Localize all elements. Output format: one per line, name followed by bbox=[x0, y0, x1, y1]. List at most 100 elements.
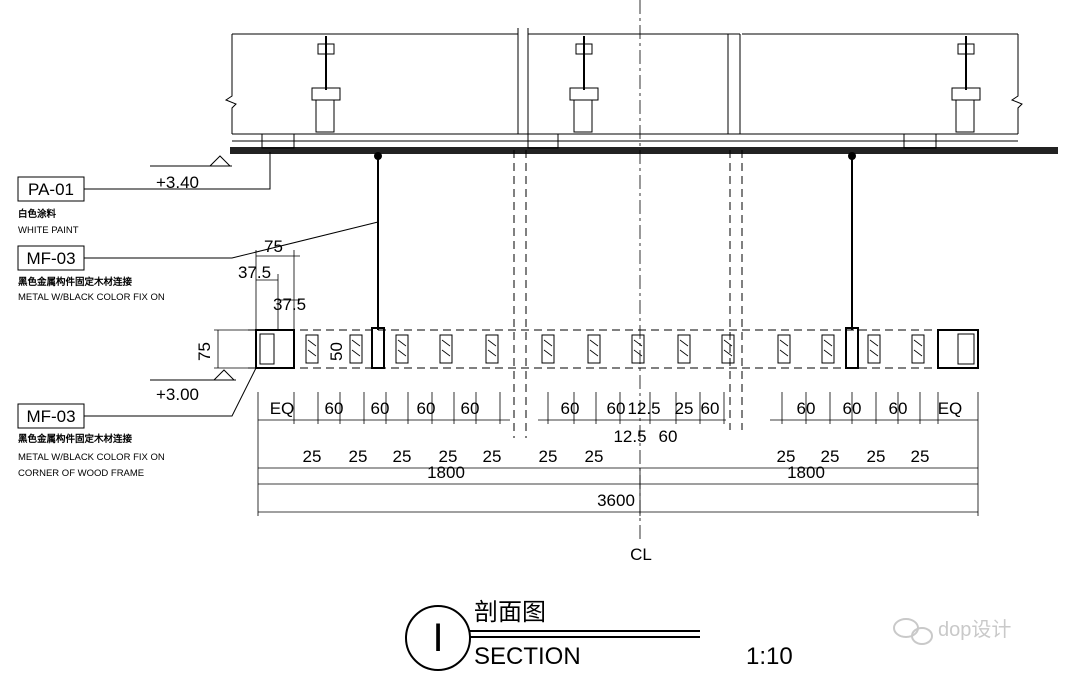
level-marker-ceiling: +3.40 bbox=[150, 155, 232, 192]
svg-text:37.5: 37.5 bbox=[273, 295, 306, 314]
ceiling-structure bbox=[224, 28, 1058, 330]
tag-mf03-top: MF-03 黑色金属构件固定木材连接 METAL W/BLACK COLOR F… bbox=[17, 221, 379, 303]
wood-slat-hatch bbox=[307, 339, 317, 357]
tag-mf03-bottom: MF-03 黑色金属构件固定木材连接 METAL W/BLACK COLOR F… bbox=[17, 367, 257, 479]
wood-slat bbox=[587, 334, 601, 364]
wood-slat-hatch bbox=[633, 339, 643, 357]
break-lines bbox=[513, 150, 743, 438]
svg-text:75: 75 bbox=[264, 237, 283, 256]
wood-slat-hatch bbox=[869, 339, 879, 357]
dim-label: 25 bbox=[393, 447, 412, 466]
wood-slat bbox=[395, 334, 409, 364]
dim-label: 60 bbox=[797, 399, 816, 418]
wood-slat-hatch bbox=[543, 339, 553, 357]
svg-text:MF-03: MF-03 bbox=[26, 249, 75, 268]
tag-pa01: PA-01 白色涂料 WHITE PAINT bbox=[17, 152, 271, 236]
svg-text:黑色金属构件固定木材连接: 黑色金属构件固定木材连接 bbox=[18, 276, 133, 288]
dim-label-1800-left: 1800 bbox=[427, 463, 465, 482]
rod-clamp-right bbox=[845, 327, 859, 369]
wood-slat-hatch bbox=[441, 339, 451, 357]
wood-slat bbox=[485, 334, 499, 364]
dim-label: 12.5 bbox=[613, 427, 646, 446]
wood-slat bbox=[911, 334, 925, 364]
svg-text:37.5: 37.5 bbox=[238, 263, 271, 282]
watermark: dop设计 bbox=[893, 618, 1011, 645]
wood-slat bbox=[439, 334, 453, 364]
wood-slat bbox=[867, 334, 881, 364]
end-frame-right bbox=[937, 329, 979, 369]
hanger-1 bbox=[311, 36, 341, 133]
wood-slat bbox=[541, 334, 555, 364]
dim-label: 60 bbox=[889, 399, 908, 418]
dim-label: 25 bbox=[349, 447, 368, 466]
title-block: I 剖面图 SECTION 1:10 bbox=[405, 599, 793, 671]
dim-label: 60 bbox=[417, 399, 436, 418]
svg-text:白色涂料: 白色涂料 bbox=[18, 208, 57, 220]
wood-slat-hatch bbox=[351, 339, 361, 357]
dim-label: 25 bbox=[675, 399, 694, 418]
section-scale: 1:10 bbox=[746, 643, 793, 670]
dim-label-1800-right: 1800 bbox=[787, 463, 825, 482]
dim-label: EQ bbox=[938, 399, 963, 418]
dim-label: 25 bbox=[585, 447, 604, 466]
wood-slat-hatch bbox=[913, 339, 923, 357]
hanger-3 bbox=[951, 36, 981, 133]
ceiling-board bbox=[230, 147, 1058, 154]
wood-frame-row bbox=[248, 327, 979, 369]
dim-label: 25 bbox=[777, 447, 796, 466]
svg-text:METAL W/BLACK COLOR FIX ON: METAL W/BLACK COLOR FIX ON bbox=[18, 292, 165, 303]
wood-slat bbox=[677, 334, 691, 364]
dim-label: 25 bbox=[439, 447, 458, 466]
dim-label: 25 bbox=[821, 447, 840, 466]
detail-dimensions: 75 37.5 37.5 75 50 bbox=[195, 237, 346, 369]
wood-slat bbox=[777, 334, 791, 364]
svg-text:PA-01: PA-01 bbox=[28, 180, 74, 199]
wood-slat-hatch bbox=[823, 339, 833, 357]
dim-label: 25 bbox=[483, 447, 502, 466]
level-marker-frame: +3.00 bbox=[150, 369, 236, 404]
svg-text:+3.40: +3.40 bbox=[156, 173, 199, 192]
svg-text:黑色金属构件固定木材连接: 黑色金属构件固定木材连接 bbox=[18, 433, 133, 445]
section-title-en: SECTION bbox=[474, 643, 581, 670]
chat-icon bbox=[893, 618, 919, 638]
svg-text:50: 50 bbox=[327, 342, 346, 361]
rod-clamp-left bbox=[371, 327, 385, 369]
wood-slat bbox=[349, 334, 363, 364]
wood-slat bbox=[721, 334, 735, 364]
wood-slat-hatch bbox=[779, 339, 789, 357]
dim-label: EQ bbox=[270, 399, 295, 418]
wood-slat-hatch bbox=[679, 339, 689, 357]
wood-slat-hatch bbox=[487, 339, 497, 357]
wood-slat bbox=[305, 334, 319, 364]
dim-label: 12.5 bbox=[627, 399, 660, 418]
dim-label: 60 bbox=[607, 399, 626, 418]
dim-label: 25 bbox=[867, 447, 886, 466]
dim-label: 60 bbox=[371, 399, 390, 418]
end-frame-left bbox=[255, 329, 295, 369]
centerline-symbol: CL bbox=[630, 545, 652, 564]
dim-label: 25 bbox=[303, 447, 322, 466]
svg-text:+3.00: +3.00 bbox=[156, 385, 199, 404]
wood-slat bbox=[631, 334, 645, 364]
section-circle-label: I bbox=[432, 616, 443, 660]
dim-label: 60 bbox=[659, 427, 678, 446]
svg-text:75: 75 bbox=[195, 342, 214, 361]
svg-text:WHITE PAINT: WHITE PAINT bbox=[18, 225, 79, 236]
wood-slat-hatch bbox=[397, 339, 407, 357]
dim-label: 60 bbox=[461, 399, 480, 418]
hanger-2 bbox=[569, 36, 599, 133]
section-title-cn: 剖面图 bbox=[474, 599, 546, 626]
svg-text:METAL W/BLACK COLOR FIX ON: METAL W/BLACK COLOR FIX ON bbox=[18, 452, 165, 463]
dim-label: 60 bbox=[325, 399, 344, 418]
wood-slat-hatch bbox=[589, 339, 599, 357]
dim-label: 60 bbox=[701, 399, 720, 418]
dim-label: 25 bbox=[539, 447, 558, 466]
wood-slat bbox=[821, 334, 835, 364]
dim-label: 60 bbox=[561, 399, 580, 418]
dim-label: 25 bbox=[911, 447, 930, 466]
dim-label: 60 bbox=[843, 399, 862, 418]
dim-label-3600: 3600 bbox=[597, 491, 635, 510]
svg-text:MF-03: MF-03 bbox=[26, 407, 75, 426]
